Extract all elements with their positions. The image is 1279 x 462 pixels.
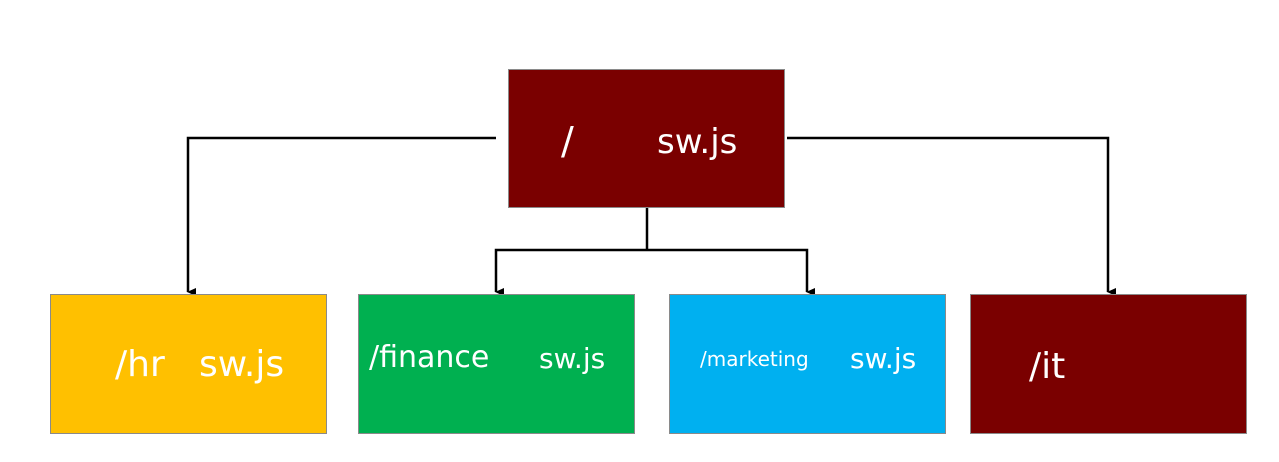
hr-scope-path: /hr (115, 344, 165, 385)
connector-root-to-finance (494, 248, 647, 296)
hr-scope-box: /hr sw.js (50, 294, 327, 434)
finance-scope-path: /finance (369, 340, 490, 375)
it-scope-box: /it (970, 294, 1247, 434)
marketing-scope-file: sw.js (850, 342, 917, 375)
it-scope-path: /it (1029, 346, 1066, 387)
root-scope-path: / (561, 119, 574, 163)
root-scope-file: sw.js (657, 122, 738, 162)
finance-scope-box: /finance sw.js (358, 294, 635, 434)
marketing-scope-box: /marketing sw.js (669, 294, 946, 434)
marketing-scope-path: /marketing (700, 347, 809, 371)
finance-scope-file: sw.js (539, 342, 606, 375)
connector-root-to-it (787, 136, 1116, 296)
connector-root-to-hr (186, 136, 496, 296)
connector-root-to-marketing (647, 248, 815, 296)
root-scope-box: / sw.js (508, 69, 785, 208)
hr-scope-file: sw.js (199, 344, 285, 385)
